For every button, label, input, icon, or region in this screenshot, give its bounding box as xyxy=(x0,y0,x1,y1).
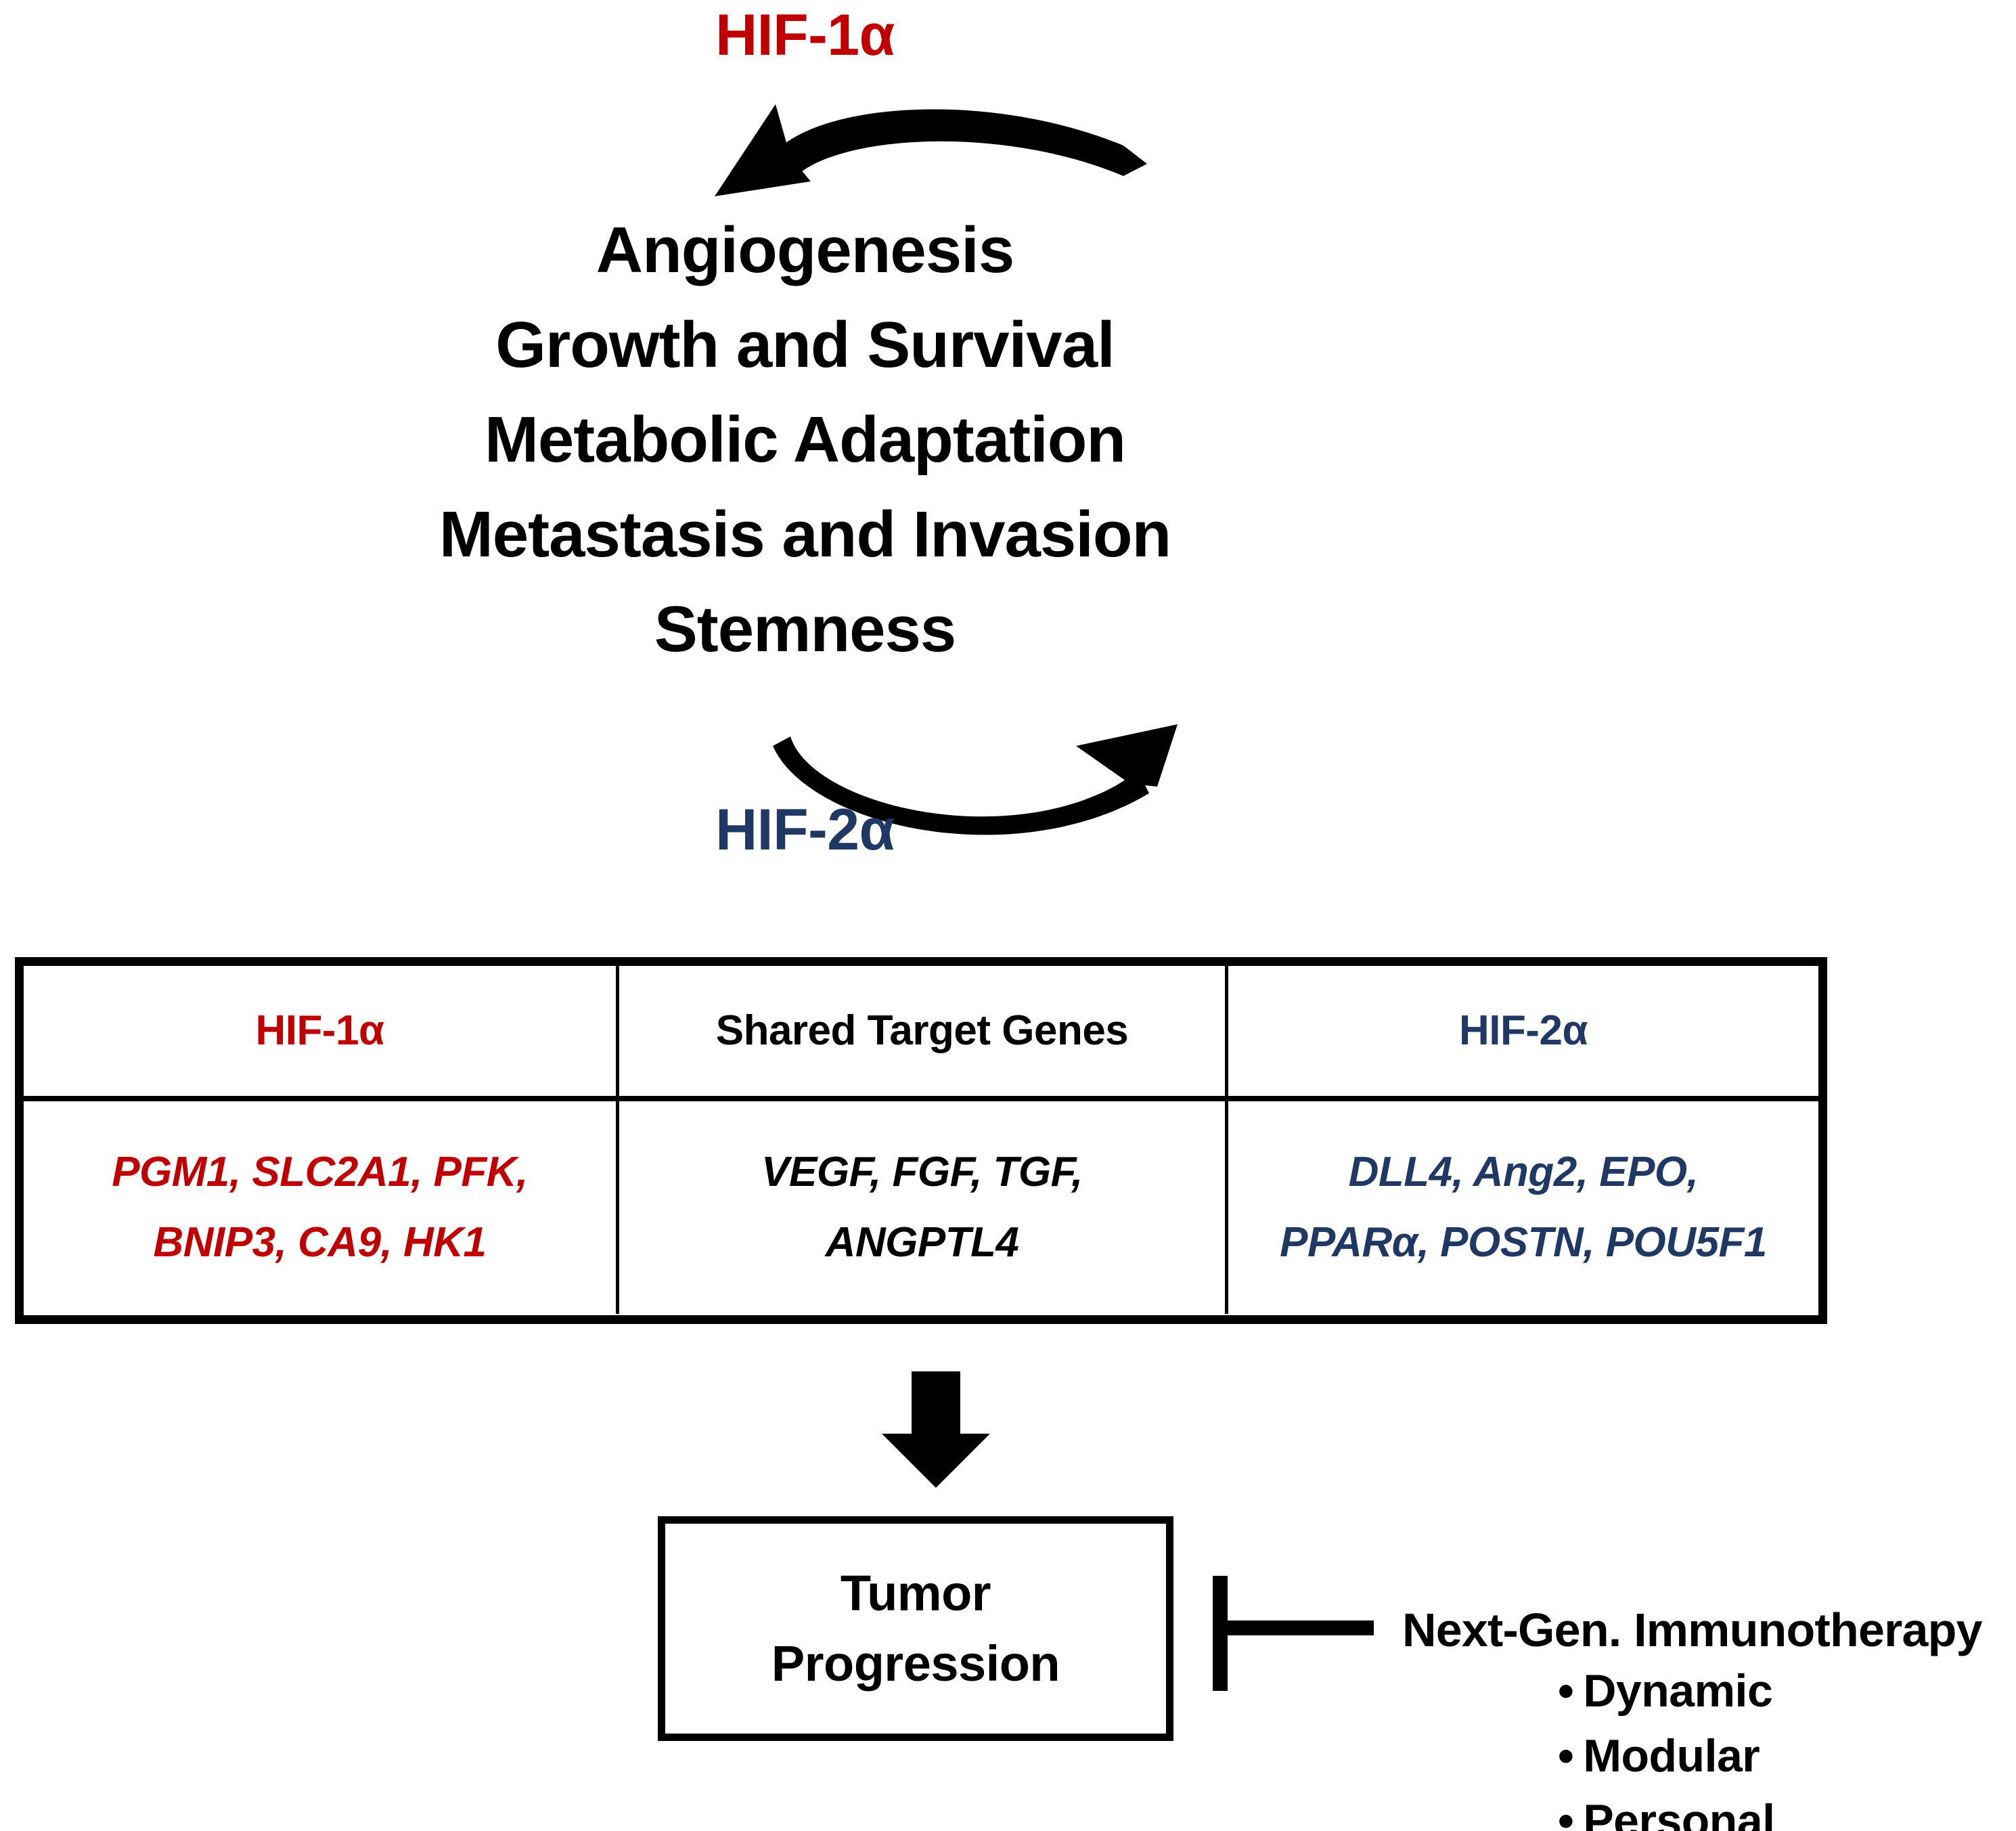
gene-line: PGM1, SLC2A1, PFK, xyxy=(112,1149,528,1195)
gene-target-table: HIF-1α Shared Target Genes HIF-2α PGM1, … xyxy=(15,957,1827,1324)
therapy-bullet-label: Dynamic xyxy=(1583,1665,1773,1717)
bullet-glyph: • xyxy=(1558,1795,1574,1831)
table-header-row: HIF-1α Shared Target Genes HIF-2α xyxy=(24,966,1818,1101)
table-header-cell-hif1a: HIF-1α xyxy=(24,966,619,1096)
process-line: Growth and Survival xyxy=(495,309,1115,381)
hif1a-top-label: HIF-1α xyxy=(715,3,895,68)
table-header-cell-shared: Shared Target Genes xyxy=(619,966,1228,1096)
bullet-glyph: • xyxy=(1558,1665,1574,1717)
process-line: Metabolic Adaptation xyxy=(484,403,1126,476)
gene-line: VEGF, FGF, TGF, xyxy=(761,1149,1083,1195)
process-line: Stemness xyxy=(654,593,957,665)
therapy-bullet-label: Personal xyxy=(1583,1795,1775,1831)
curved-arrow-up-right-icon xyxy=(773,724,1178,835)
inhibition-bar-horizontal xyxy=(1225,1620,1374,1635)
next-gen-immunotherapy-block: Next-Gen. Immunotherapy •Dynamic •Modula… xyxy=(1402,1602,2016,1831)
list-item: •Personal xyxy=(1558,1788,2016,1831)
therapy-title: Next-Gen. Immunotherapy xyxy=(1402,1604,1983,1656)
list-item: •Dynamic xyxy=(1558,1658,2016,1723)
list-item: •Modular xyxy=(1558,1723,2016,1788)
table-header-label: Shared Target Genes xyxy=(715,1007,1129,1054)
table-cell-hif1a-genes: PGM1, SLC2A1, PFK, BNIP3, CA9, HK1 xyxy=(24,1101,619,1314)
table-row: PGM1, SLC2A1, PFK, BNIP3, CA9, HK1 VEGF,… xyxy=(24,1101,1818,1314)
block-arrow-down-icon xyxy=(882,1371,990,1488)
curved-arrow-down-left-icon xyxy=(715,104,1147,196)
process-line: Metastasis and Invasion xyxy=(439,498,1171,571)
gene-line: BNIP3, CA9, HK1 xyxy=(153,1219,487,1266)
therapy-bullet-list: •Dynamic •Modular •Personal xyxy=(1402,1658,2016,1831)
tumor-box-line: Tumor xyxy=(840,1565,991,1621)
table-cell-shared-genes: VEGF, FGF, TGF, ANGPTL4 xyxy=(619,1101,1228,1314)
gene-line: DLL4, Ang2, EPO, xyxy=(1348,1149,1699,1195)
gene-line: ANGPTL4 xyxy=(825,1219,1019,1266)
tumor-progression-box: Tumor Progression xyxy=(658,1516,1173,1741)
gene-line: PPARα, POSTN, POU5F1 xyxy=(1280,1219,1767,1266)
tumor-box-line: Progression xyxy=(771,1635,1060,1692)
therapy-bullet-label: Modular xyxy=(1583,1730,1760,1782)
inhibition-bar-vertical xyxy=(1213,1576,1228,1691)
process-line: Angiogenesis xyxy=(596,214,1014,286)
table-cell-hif2a-genes: DLL4, Ang2, EPO, PPARα, POSTN, POU5F1 xyxy=(1228,1101,1818,1314)
bullet-glyph: • xyxy=(1558,1730,1574,1782)
table-header-label: HIF-2α xyxy=(1458,1007,1588,1054)
table-header-label: HIF-1α xyxy=(255,1007,384,1054)
process-list: Angiogenesis Growth and Survival Metabol… xyxy=(0,203,1813,677)
hif2a-bottom-label: HIF-2α xyxy=(715,797,895,862)
table-header-cell-hif2a: HIF-2α xyxy=(1228,966,1818,1096)
